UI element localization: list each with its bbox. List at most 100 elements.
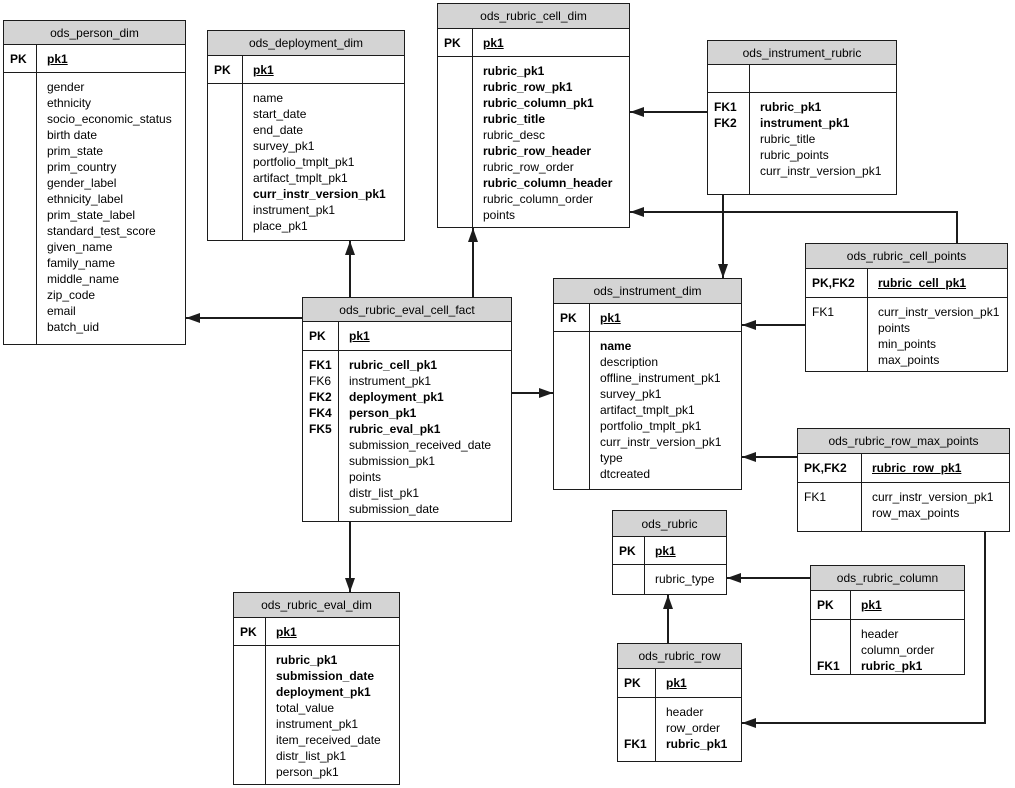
field-name: rubric_column_pk1 [483,96,594,110]
field-tag [240,668,265,684]
field-tag [10,111,36,127]
table-title: ods_rubric_cell_points [806,244,1007,269]
field-tag: FK5 [309,422,332,436]
fk-tag-column [234,646,266,784]
table-title: ods_rubric_column [811,566,964,591]
field-name: rubric_eval_pk1 [349,422,441,436]
field-tag [214,106,242,122]
table-title: ods_instrument_rubric [708,41,896,65]
field-name: rubric_pk1 [666,737,728,751]
field-tag: FK6 [309,374,332,388]
field-name: person_pk1 [349,406,417,420]
field-tag [560,450,589,466]
field-tag: FK1 [804,490,827,504]
field-name: rubric_points [760,148,829,162]
field-name: rubric_row_order [483,160,574,174]
primary-key-field: pk1 [861,598,882,612]
field-tag: FK2 [714,116,737,130]
field-name: row_max_points [872,506,960,520]
field-tag [309,437,338,453]
field-name: portfolio_tmplt_pk1 [253,155,355,169]
field-tag [214,90,242,106]
table-title: ods_rubric_eval_dim [234,593,399,618]
field-tag [624,720,655,736]
field-tag [444,79,472,95]
field-tag: FK1 [624,737,647,751]
primary-key-field: rubric_cell_pk1 [878,276,967,290]
field-tag [619,571,644,587]
table-title: ods_rubric_row_max_points [798,429,1009,454]
primary-key-tag: PK,FK2 [806,269,868,297]
field-name: rubric_title [760,132,816,146]
fk-tag-column [554,332,590,489]
field-tag [10,143,36,159]
field-name: rubric_pk1 [483,64,545,78]
field-tag [240,748,265,764]
field-name: rubric_row_pk1 [483,80,573,94]
field-tag [309,501,338,517]
field-tag [240,700,265,716]
field-name: distr_list_pk1 [276,749,347,763]
field-name: row_order [666,721,721,735]
field-tag [10,159,36,175]
primary-key-field: pk1 [600,310,621,325]
field-tag [10,223,36,239]
field-tag [812,320,867,336]
field-name: deployment_pk1 [349,390,444,404]
field-tag [560,434,589,450]
primary-key-row: PK,FK2 rubric_cell_pk1 [806,269,1007,298]
field-tag [240,716,265,732]
field-tag [10,319,36,335]
field-tag [10,191,36,207]
field-tag [444,63,472,79]
field-name: deployment_pk1 [276,685,371,699]
fk-tag-column: FK1 [618,698,656,761]
field-tag [444,143,472,159]
field-tag [560,402,589,418]
primary-key-field: pk1 [655,543,676,558]
primary-key-field: pk1 [483,35,504,50]
field-tag [10,175,36,191]
field-tag [714,147,749,163]
field-name: artifact_tmplt_pk1 [253,171,348,185]
field-name: place_pk1 [253,219,308,233]
field-tag [10,95,36,111]
primary-key-tag: PK [208,56,243,83]
field-name: instrument_pk1 [349,374,432,388]
table-body: FK1 curr_instr_version_pk1 row_max_points [798,483,1009,531]
field-name: name [253,91,284,105]
field-tag [240,764,265,780]
field-name: rubric_desc [483,128,546,142]
field-name: rubric_type [655,572,715,586]
field-name: start_date [253,107,307,121]
field-name: rubric_column_header [483,176,613,190]
field-tag [817,642,850,658]
field-name: curr_instr_version_pk1 [872,490,994,504]
field-tag [444,191,472,207]
field-name: rubric_title [483,112,546,126]
field-tag [444,127,472,143]
primary-key-field: pk1 [349,329,370,343]
field-tag [240,652,265,668]
field-tag [309,485,338,501]
field-name: description [600,355,659,369]
